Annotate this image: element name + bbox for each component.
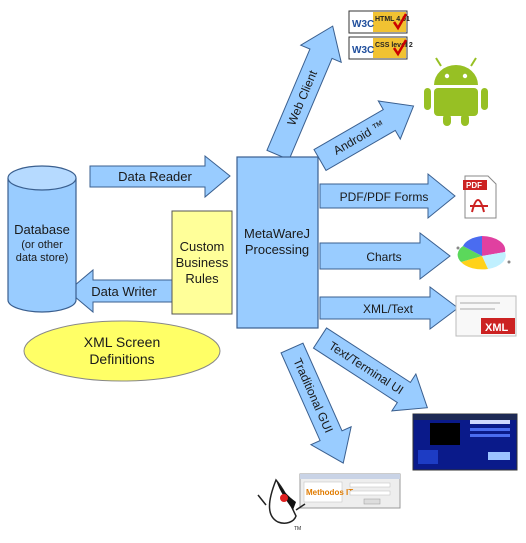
android-robot-icon	[424, 57, 488, 126]
w3c-html-badge-icon: W3C HTML 4.01	[348, 10, 410, 34]
pdf-label: PDF/PDF Forms	[340, 190, 429, 204]
svg-text:CSS level 2: CSS level 2	[375, 42, 413, 49]
svg-text:W3C: W3C	[352, 19, 374, 30]
svg-text:PDF: PDF	[466, 181, 482, 190]
xml-text-label: XML/Text	[363, 302, 414, 316]
java-duke-icon: TM	[257, 478, 306, 532]
database-title: Database	[14, 222, 70, 237]
data-reader-label: Data Reader	[118, 169, 192, 184]
xml-screen-definitions-ellipse: XML Screen Definitions	[23, 320, 221, 382]
xml-screens-line-1: XML Screen	[84, 334, 161, 350]
svg-text:HTML 4.01: HTML 4.01	[375, 16, 410, 23]
android-arrow: Android ™	[313, 100, 415, 172]
pdf-arrow: PDF/PDF Forms	[319, 172, 456, 220]
data-writer-arrow: Data Writer	[67, 268, 173, 314]
xml-screens-line-2: Definitions	[89, 351, 154, 367]
terminal-screenshot-icon	[412, 413, 518, 471]
metawarej-processing-box: MetaWareJ Processing	[236, 156, 319, 329]
text-terminal-label: Text/Terminal UI	[326, 339, 406, 398]
data-reader-arrow: Data Reader	[89, 154, 231, 199]
svg-text:Methodos IT: Methodos IT	[306, 488, 353, 497]
database-cylinder: Database (or other data store)	[7, 165, 77, 313]
gui-screenshot-icon: Methodos IT	[299, 473, 401, 509]
pdf-document-icon: PDF	[463, 175, 497, 219]
svg-text:XML: XML	[485, 322, 509, 334]
processing-line-1: MetaWareJ	[244, 226, 310, 241]
pie-chart-icon	[456, 236, 511, 270]
database-subtitle-1: (or other	[21, 239, 63, 251]
svg-text:TM: TM	[294, 526, 301, 532]
rules-line-1: Custom	[180, 239, 225, 254]
rules-line-2: Business	[176, 255, 229, 270]
charts-arrow: Charts	[319, 231, 451, 281]
custom-business-rules-box: Custom Business Rules	[171, 210, 233, 315]
charts-label: Charts	[366, 250, 401, 264]
xml-text-arrow: XML/Text	[319, 286, 459, 330]
processing-line-2: Processing	[245, 242, 309, 257]
xml-document-icon: XML	[455, 295, 517, 337]
svg-text:W3C: W3C	[352, 45, 374, 56]
data-writer-label: Data Writer	[91, 284, 157, 299]
w3c-css-badge-icon: W3C CSS level 2	[348, 36, 413, 60]
database-subtitle-2: data store)	[16, 252, 69, 264]
rules-line-3: Rules	[185, 271, 219, 286]
